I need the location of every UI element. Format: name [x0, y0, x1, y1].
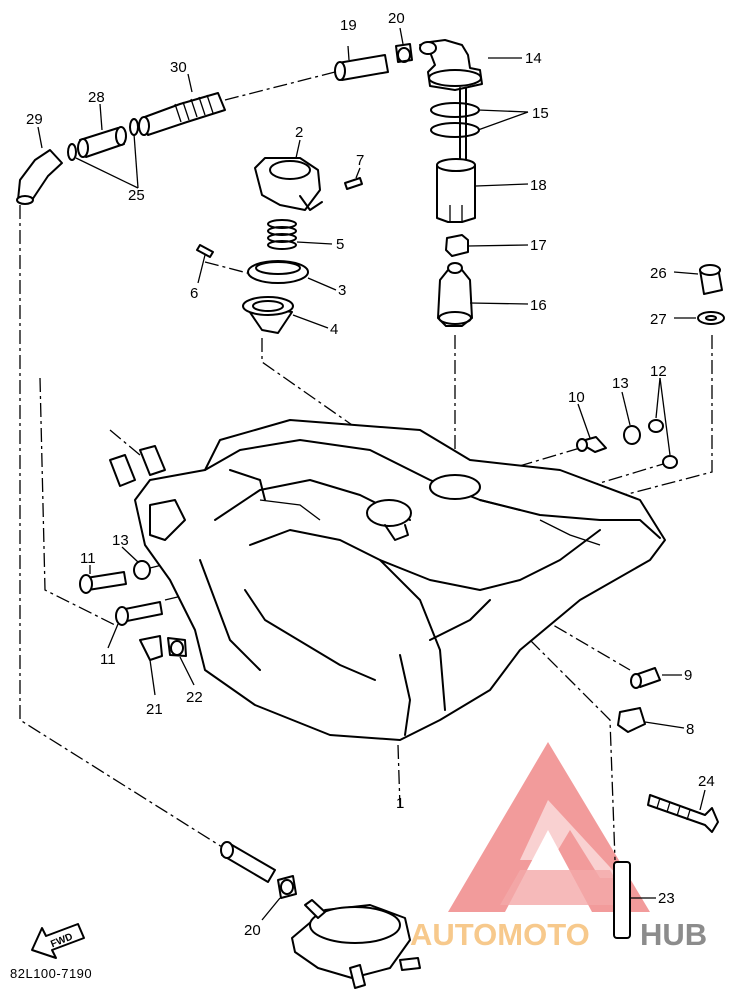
part-23-band: [613, 861, 631, 939]
automotohub-watermark: AUTOMOTO HUB: [410, 917, 707, 952]
part-18-filter: [436, 158, 476, 223]
part-4-collar: [242, 296, 294, 334]
leader-lines: [37, 27, 706, 921]
part-15-washers: [430, 87, 480, 161]
callout-2: 2: [295, 124, 303, 141]
part-16-sender: [437, 262, 473, 327]
part-13-washer-left: [133, 560, 151, 580]
callout-29: 29: [26, 111, 43, 128]
part-12-clips: [648, 419, 678, 469]
watermark-word-2: HUB: [640, 917, 707, 952]
callout-22: 22: [186, 689, 203, 706]
callout-11-lower: 11: [100, 651, 116, 668]
callout-15: 15: [532, 105, 549, 122]
callout-17: 17: [530, 237, 547, 254]
part-21-hose: [139, 635, 163, 661]
part-9-screw: [630, 667, 661, 689]
callout-4: 4: [330, 321, 338, 338]
callout-8: 8: [686, 721, 694, 738]
tank-vent-hoses: [109, 445, 166, 487]
callout-1: 1: [396, 795, 404, 812]
watermark-word-1: AUTOMOTO: [410, 917, 590, 952]
part-17-nut: [445, 234, 469, 257]
callout-28: 28: [88, 89, 105, 106]
callout-20-top: 20: [388, 10, 405, 27]
callout-13-right: 13: [612, 375, 629, 392]
fwd-arrow-icon: FWD: [31, 923, 85, 959]
part-7-pin: [344, 177, 363, 190]
callout-9: 9: [684, 667, 692, 684]
callout-20-bottom: 20: [244, 922, 261, 939]
callout-26: 26: [650, 265, 667, 282]
callout-11-upper: 11: [80, 550, 96, 567]
part-28-pipe: [77, 126, 127, 158]
part-22-clamp: [167, 637, 187, 657]
part-6-pin: [196, 244, 214, 258]
part-13-washer-right: [623, 425, 641, 445]
part-20-clamp-bottom: [277, 875, 297, 899]
callout-3: 3: [338, 282, 346, 299]
part-30-corrugated-hose: [138, 92, 226, 136]
part-10-bolt: [576, 436, 607, 453]
fuel-filter-canister: [291, 899, 421, 989]
callout-21: 21: [146, 701, 163, 718]
automotohub-logo: [448, 742, 650, 912]
callout-18: 18: [530, 177, 547, 194]
callout-25: 25: [128, 187, 145, 204]
part-19-pipe: [334, 54, 389, 81]
part-29-hose: [16, 149, 63, 205]
callout-7: 7: [356, 152, 364, 169]
callout-12: 12: [650, 363, 667, 380]
callout-10: 10: [568, 389, 585, 406]
part-3-ring: [247, 260, 309, 284]
part-2-cap: [254, 157, 323, 211]
part-8-nut: [617, 707, 646, 733]
callout-6: 6: [190, 285, 198, 302]
part-26-cap-nut: [699, 264, 723, 295]
callout-14: 14: [525, 50, 542, 67]
callouts: 14 15 18 17 16 19 20 30 28 29 25 2 7 5 6…: [26, 10, 715, 939]
callout-27: 27: [650, 311, 667, 328]
callout-30: 30: [170, 59, 187, 76]
part-27-washer: [697, 311, 725, 325]
callout-24: 24: [698, 773, 715, 790]
part-24-band: [647, 794, 719, 833]
lower-fuel-hose: [220, 841, 276, 883]
part-5-spring: [267, 219, 297, 250]
part-20-clamp-top: [395, 43, 413, 63]
diagram-code: 82L100-7190: [10, 966, 93, 981]
callout-13-left: 13: [112, 532, 129, 549]
fuel-tank: [134, 419, 666, 741]
callout-16: 16: [530, 297, 547, 314]
part-11-bolts: [79, 571, 163, 626]
callout-5: 5: [336, 236, 344, 253]
callout-19: 19: [340, 17, 357, 34]
callout-23: 23: [658, 890, 675, 907]
part-14-fuel-cock: [419, 39, 483, 91]
